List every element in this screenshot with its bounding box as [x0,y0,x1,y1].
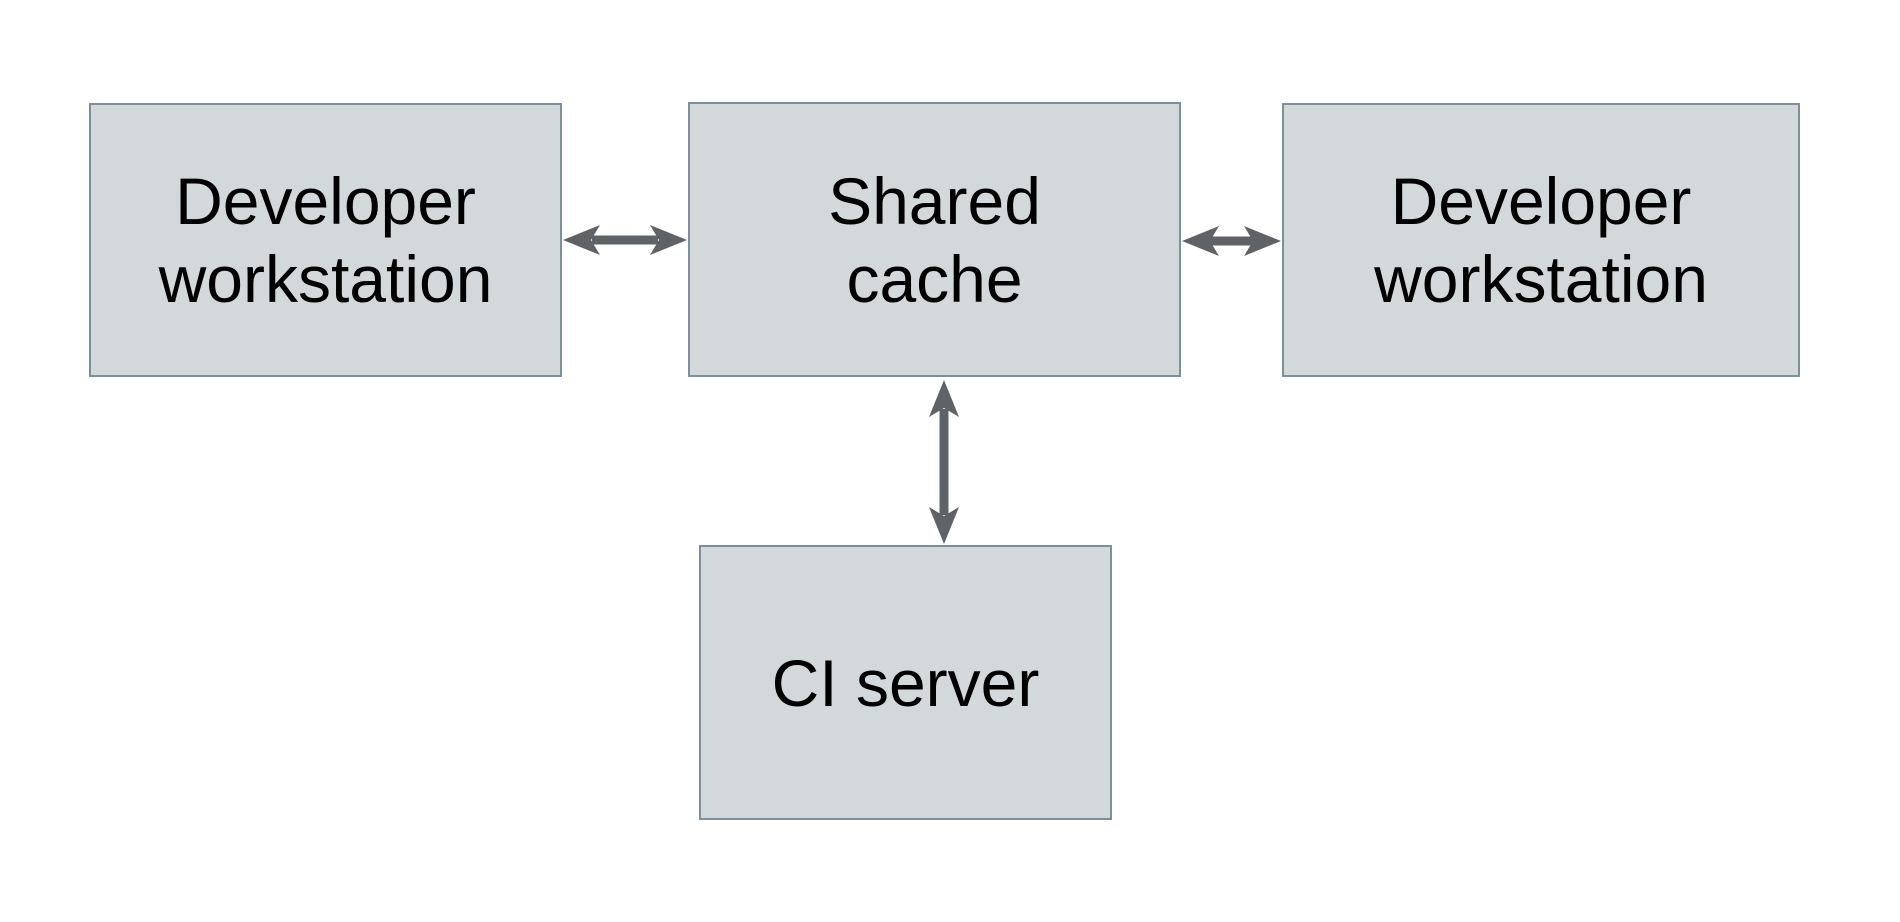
node-label-line: CI server [771,645,1040,720]
bidirectional-arrow-cache-right-workstation-icon [1181,211,1282,271]
node-label-line: workstation [158,242,493,316]
node-shared-cache: Shared cache [688,102,1181,377]
node-label-line: cache [846,241,1023,316]
node-developer-workstation-right: Developer workstation [1282,103,1800,377]
bidirectional-arrow-cache-ci-server-icon [914,379,974,545]
bidirectional-arrow-left-workstation-cache-icon [562,210,688,270]
node-ci-server: CI server [699,545,1112,820]
node-developer-workstation-left: Developer workstation [89,103,562,377]
node-label-line: workstation [1374,242,1708,316]
node-label-line: Developer [175,164,476,238]
node-label-line: Shared [828,163,1041,238]
node-label-line: Developer [1390,164,1692,238]
